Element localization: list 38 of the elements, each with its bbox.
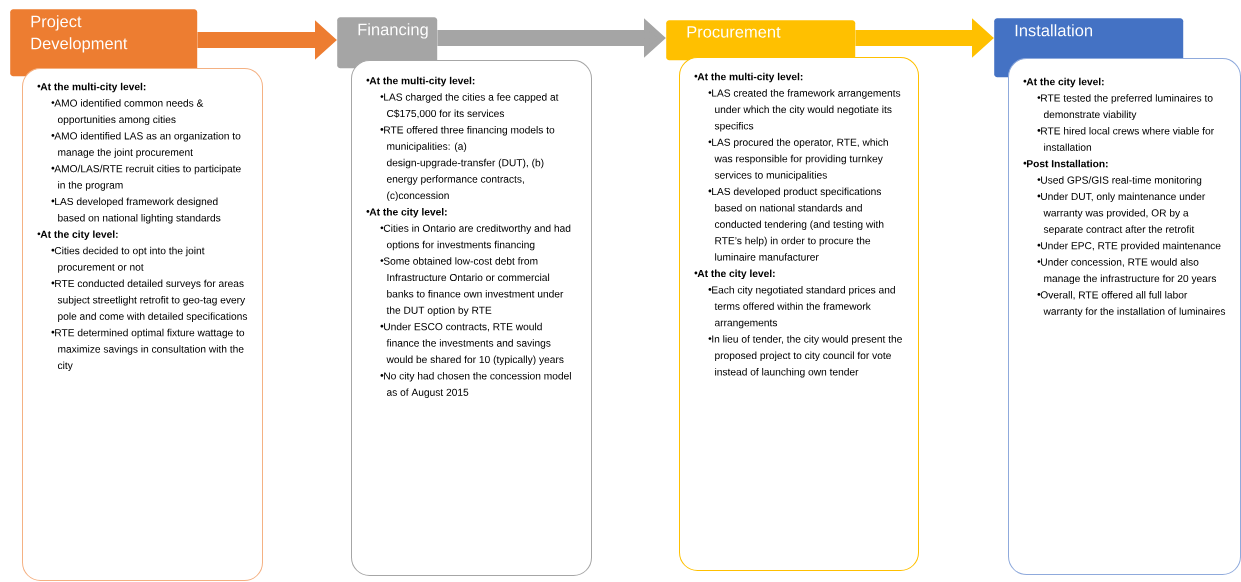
bullet-item: LAS procured the operator, RTE, which was responsible for providing turnkey services to municipalities (712, 138, 888, 181)
content-panel (1008, 58, 1241, 575)
section-heading: At the city level: (1026, 77, 1104, 88)
section-heading: At the city level: (40, 230, 118, 240)
bullet-item: Cities decided to opt into the joint procurement or not (54, 246, 205, 273)
bullet-item: RTE conducted detailed surveys for areas subject streetlight retrofit to geo-tag every pole and come with detailed specifications (55, 279, 248, 322)
bullet-item: Used GPS/GIS real-time monitoring (1041, 176, 1202, 186)
bullet-item: RTE offered three financing models to municipalities: (a) design-upgrade-transfer (DUT), (b) energy performance contracts, (c)concession (384, 126, 555, 202)
section-heading: At the multi-city level: (369, 76, 475, 87)
bullet-item: AMO identified LAS as an organization to manage the joint procurement (54, 132, 241, 158)
bullet-item: In lieu of tender, the city would present the proposed project to city council for vote instead of launching own tender (712, 335, 902, 378)
bullet-item: Under concession, RTE would also manage the infrastructure for 20 years (1041, 258, 1217, 285)
bullet-item: RTE hired local crews where viable for installation (1041, 127, 1214, 151)
bullet-item: Overall, RTE offered all full labor warranty for the installation of luminaires (1040, 291, 1226, 317)
content-panel (351, 60, 592, 576)
bullet-item: LAS charged the cities a fee capped at C$175,000 for its services (384, 93, 559, 119)
bullet-item: No city had chosen the concession model as of August 2015 (384, 372, 571, 398)
bullet-item: Some obtained low-cost debt from Infrastructure Ontario or commercial banks to finance own investment under the DUT option by RTE (383, 257, 564, 316)
section-heading: At the multi-city level: (40, 82, 146, 93)
bullet-item: AMO/LAS/RTE recruit cities to participate in the program (54, 164, 241, 191)
section-heading: Post Installation: (1027, 159, 1108, 168)
bullet-item: Under ESCO contracts, RTE would finance the investments and savings would be shared for 10 (typically) years (384, 322, 564, 366)
bullet-item: Under EPC, RTE provided maintenance (1041, 241, 1221, 252)
stage-header: Procurement (666, 20, 856, 61)
section-heading: At the multi-city level: (697, 72, 803, 83)
content-panel (679, 57, 919, 571)
content-panel (22, 68, 263, 581)
bullet-item: Cities in Ontario are creditworthy and had options for investments financing (383, 224, 571, 251)
section-heading: At the city level: (369, 208, 447, 218)
bullet-item: RTE determined optimal fixture wattage to maximize savings in consultation with the city (55, 328, 245, 372)
section-heading: At the city level: (697, 269, 775, 280)
bullet-item: LAS created the framework arrangements under which the city would negotiate its specifics (712, 89, 901, 132)
bullet-item: LAS developed framework designed based on national lighting standards (55, 197, 221, 224)
bullet-item: Under DUT, only maintenance under warranty was provided, OR by a separate contract after the retrofit (1041, 192, 1206, 235)
bullet-item: LAS developed product specifications based on national standards and conducted tendering (and testing with RTE’s help) in order to procure the luminaire manufacturer (712, 187, 884, 261)
bullet-item: RTE tested the preferred luminaires to demonstrate viability (1041, 94, 1213, 121)
bullet-item: Each city negotiated standard prices and terms offered within the framework arrangements (712, 286, 895, 329)
bullet-item: AMO identified common needs & opportunities among cities (54, 99, 204, 126)
